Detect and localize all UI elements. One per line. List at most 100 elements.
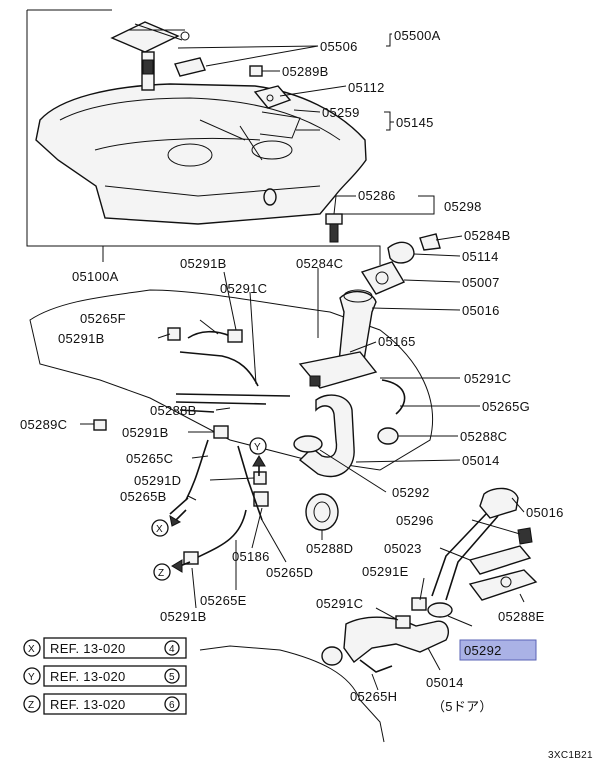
label-05506[interactable]: 05506 xyxy=(320,39,358,54)
bolt-05296[interactable] xyxy=(517,527,533,545)
hose-05265b[interactable] xyxy=(169,497,189,515)
tank-assembly-frame xyxy=(26,9,381,265)
label-05265h[interactable]: 05265H xyxy=(350,689,397,704)
marker-z[interactable]: Z xyxy=(153,563,171,581)
label-05289c[interactable]: 05289C xyxy=(20,417,67,432)
fuel-tank[interactable] xyxy=(35,83,367,225)
label-05298[interactable]: 05298 xyxy=(444,199,482,214)
filler-hose-05014a[interactable] xyxy=(298,394,355,478)
ref-row-x[interactable]: X REF. 13-020 4 xyxy=(23,637,187,659)
clip-05289b[interactable] xyxy=(249,65,263,77)
hose-05265e[interactable] xyxy=(191,509,247,561)
canister-05165[interactable] xyxy=(298,351,378,389)
bracket-05112[interactable] xyxy=(253,85,292,109)
label-05265f[interactable]: 05265F xyxy=(80,311,126,326)
clip-05291d[interactable] xyxy=(253,471,267,485)
grommet-05288c[interactable] xyxy=(377,427,399,445)
clip-05284b[interactable] xyxy=(419,233,441,251)
label-05291c-c[interactable]: 05291C xyxy=(316,596,363,611)
grommet-05114[interactable] xyxy=(387,241,415,264)
clip-05291e[interactable] xyxy=(411,597,427,611)
label-05016-a[interactable]: 05016 xyxy=(462,303,500,318)
label-05186[interactable]: 05186 xyxy=(232,549,270,564)
label-05500a[interactable]: 05500A xyxy=(394,28,441,43)
filler-neck-seal-05007[interactable] xyxy=(360,261,406,295)
body-panel-outline xyxy=(29,289,434,471)
label-05016-b[interactable]: 05016 xyxy=(526,505,564,520)
label-05114[interactable]: 05114 xyxy=(462,249,499,264)
clip-05291c-c[interactable] xyxy=(395,615,411,629)
clip-05291b-a[interactable] xyxy=(227,329,243,343)
clip-05291b-b[interactable] xyxy=(167,327,181,341)
clamp-05292a[interactable] xyxy=(293,435,323,453)
label-05284c[interactable]: 05284C xyxy=(296,256,343,271)
reference-legend: X REF. 13-020 4 Y REF. 13-020 5 Z REF. 1… xyxy=(23,637,187,715)
svg-text:Z: Z xyxy=(28,700,34,711)
label-05100a[interactable]: 05100A xyxy=(72,269,119,284)
label-05291e[interactable]: 05291E xyxy=(362,564,409,579)
svg-text:X: X xyxy=(156,524,163,535)
seal-lower[interactable] xyxy=(321,646,343,666)
label-05291d[interactable]: 05291D xyxy=(134,473,181,488)
label-05007[interactable]: 05007 xyxy=(462,275,500,290)
label-05291b-a[interactable]: 05291B xyxy=(180,256,227,271)
label-05288e[interactable]: 05288E xyxy=(498,609,545,624)
label-05296[interactable]: 05296 xyxy=(396,513,434,528)
label-05023[interactable]: 05023 xyxy=(384,541,422,556)
label-05288c[interactable]: 05288C xyxy=(460,429,507,444)
hose-05265g[interactable] xyxy=(381,379,406,415)
hose-05265c[interactable] xyxy=(185,439,209,501)
door-variant-note: （5ドア） xyxy=(432,699,493,714)
label-05286[interactable]: 05286 xyxy=(358,188,396,203)
label-05284b[interactable]: 05284B xyxy=(464,228,511,243)
label-05165[interactable]: 05165 xyxy=(378,334,416,349)
marker-y[interactable]: Y xyxy=(249,437,267,455)
plate-05023[interactable] xyxy=(468,545,532,575)
hose-05265h[interactable] xyxy=(359,659,393,673)
svg-text:Y: Y xyxy=(28,672,35,683)
label-05288d[interactable]: 05288D xyxy=(306,541,353,556)
fuel-pump-unit[interactable] xyxy=(110,21,206,91)
clip-05291b-c[interactable] xyxy=(213,425,229,439)
label-05265e[interactable]: 05265E xyxy=(200,593,247,608)
hose-05265f[interactable] xyxy=(187,330,231,339)
grommet-05288e[interactable] xyxy=(468,569,538,601)
filler-hose-05014b[interactable] xyxy=(343,616,450,664)
pipe-05288b[interactable] xyxy=(175,393,291,413)
lower-body-outline xyxy=(199,645,385,743)
vent-line-05259[interactable] xyxy=(259,111,301,139)
label-05292-b[interactable]: 05292 xyxy=(464,643,502,658)
label-05265b[interactable]: 05265B xyxy=(120,489,167,504)
label-05112[interactable]: 05112 xyxy=(348,80,385,95)
label-05265c[interactable]: 05265C xyxy=(126,451,173,466)
label-05291b-b[interactable]: 05291B xyxy=(58,331,105,346)
clamp-05292b[interactable] xyxy=(427,602,453,618)
svg-text:REF. 13-020: REF. 13-020 xyxy=(50,697,126,712)
bolt-05286[interactable] xyxy=(325,213,343,243)
marker-x[interactable]: X xyxy=(151,519,169,537)
label-05265d[interactable]: 05265D xyxy=(266,565,313,580)
pipe-05291c[interactable] xyxy=(179,351,259,387)
label-05145[interactable]: 05145 xyxy=(396,115,434,130)
label-05265g[interactable]: 05265G xyxy=(482,399,530,414)
ref-row-z[interactable]: Z REF. 13-020 6 xyxy=(23,693,187,715)
label-05288b[interactable]: 05288B xyxy=(150,403,197,418)
diagram-code: 3XC1B21 xyxy=(548,750,593,761)
label-05291b-c[interactable]: 05291B xyxy=(122,425,169,440)
arrow-to-x xyxy=(175,509,187,521)
label-05289b[interactable]: 05289B xyxy=(282,64,329,79)
label-05291b-d[interactable]: 05291B xyxy=(160,609,207,624)
clip-05291b-d[interactable] xyxy=(183,551,199,565)
svg-text:6: 6 xyxy=(169,700,175,711)
label-05291c-b[interactable]: 05291C xyxy=(464,371,511,386)
label-05259[interactable]: 05259 xyxy=(322,105,360,120)
label-05292-a[interactable]: 05292 xyxy=(392,485,430,500)
clip-05289c[interactable] xyxy=(93,419,107,431)
grommet-05288d[interactable] xyxy=(305,493,339,531)
label-05014-a[interactable]: 05014 xyxy=(462,453,500,468)
label-05014-b[interactable]: 05014 xyxy=(426,675,464,690)
ref-row-y[interactable]: Y REF. 13-020 5 xyxy=(23,665,187,687)
filler-neck-05016b[interactable] xyxy=(431,487,519,601)
label-05291c-a[interactable]: 05291C xyxy=(220,281,267,296)
hose-05265d[interactable] xyxy=(237,445,263,521)
